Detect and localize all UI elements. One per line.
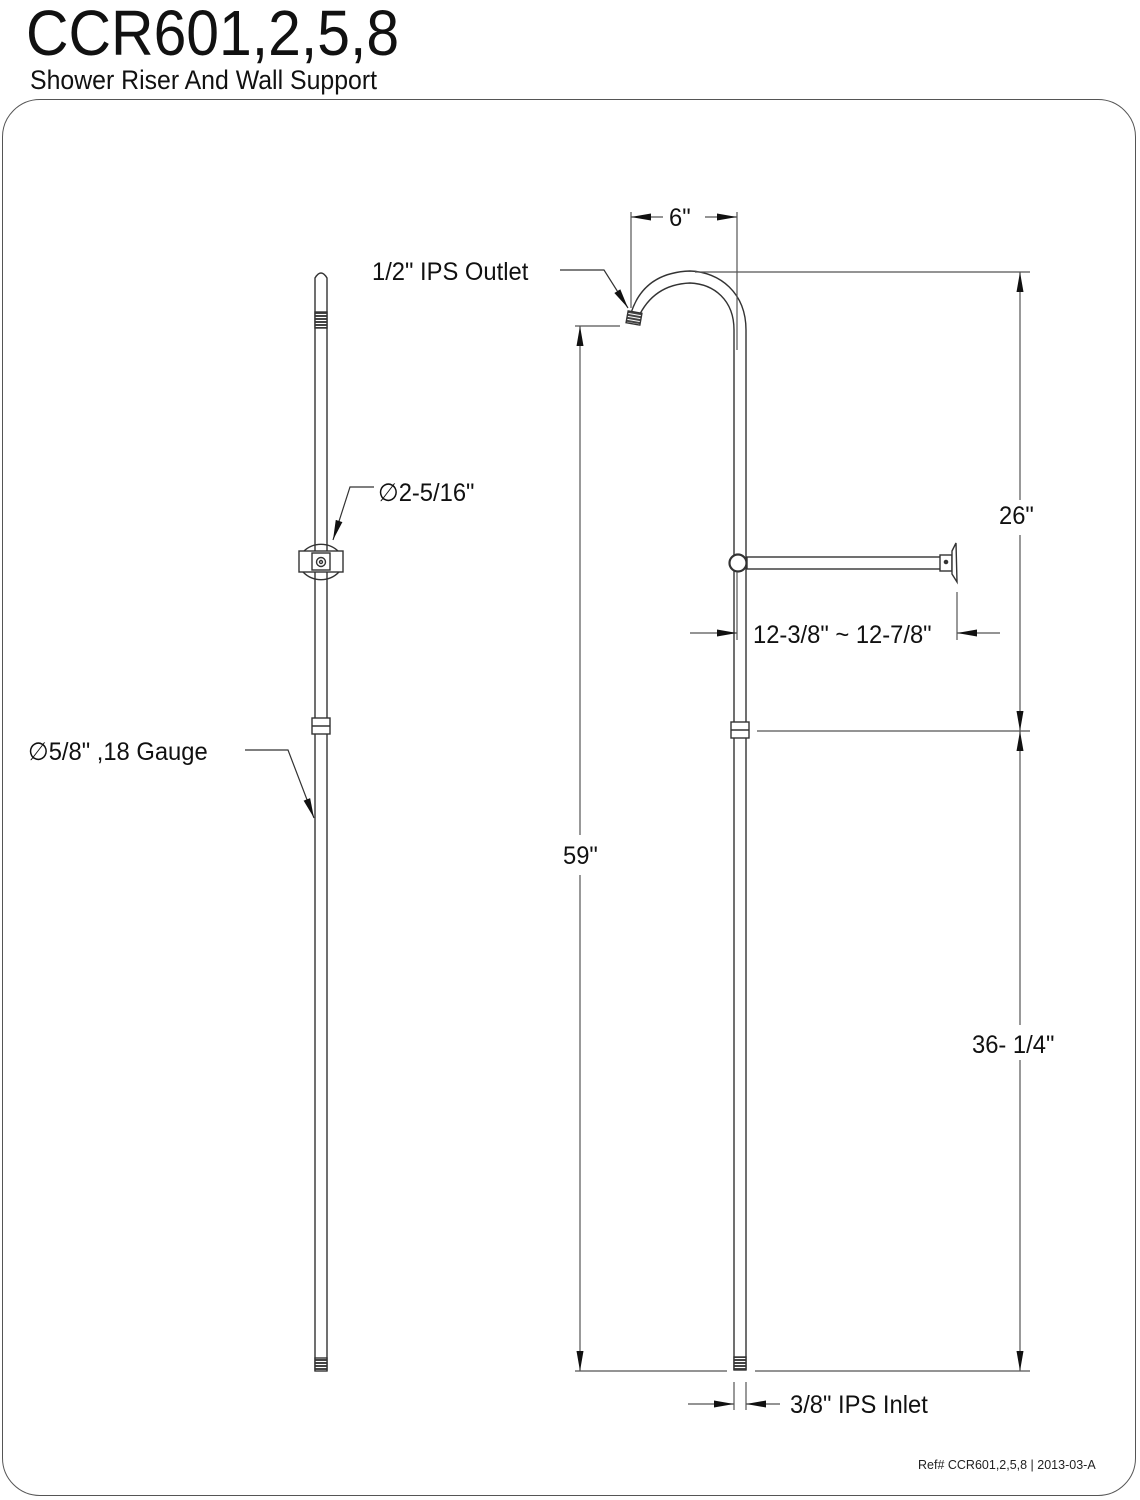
drawing-title: CCR601,2,5,8 [26,0,400,69]
dimension-lines [560,212,1030,1410]
wall-support-arm [728,542,958,585]
drawing-frame [2,99,1136,1496]
total-height-label: 59" [563,842,598,870]
drawing-subtitle: Shower Riser And Wall Support [30,65,377,95]
outlet-label: 1/2" IPS Outlet [372,258,529,286]
left-callout-leaders [245,486,374,819]
reference-number: Ref# CCR601,2,5,8 | 2013-03-A [918,1458,1096,1472]
escutcheon-diameter-label: ∅2-5/16" [378,479,475,507]
left-riser-view [298,272,344,1372]
support-length-label: 12-3/8" ~ 12-7/8" [753,621,932,649]
inlet-label: 3/8" IPS Inlet [790,1391,928,1419]
lower-height-label: 36- 1/4" [972,1031,1055,1059]
upper-height-label: 26" [999,502,1034,530]
right-riser-view [625,270,958,1371]
pipe-gauge-label: ∅5/8" ,18 Gauge [28,738,208,766]
top-width-label: 6" [669,204,691,232]
left-support-clamp [298,543,344,581]
